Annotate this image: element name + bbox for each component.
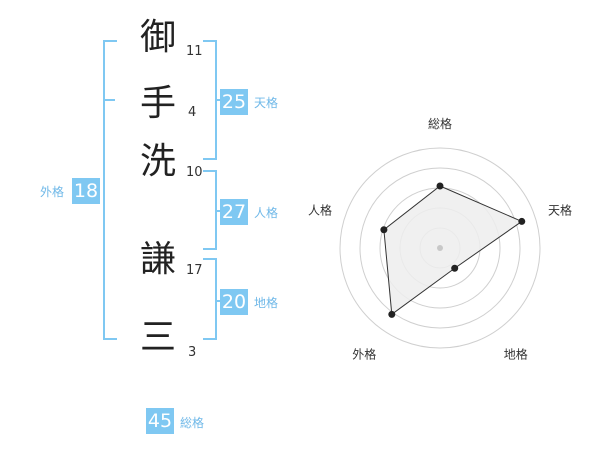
name-char-2: 手	[140, 83, 177, 124]
jinkaku-label: 人格	[254, 206, 279, 220]
soukaku-label: 総格	[180, 416, 205, 430]
radar-ring	[359, 167, 521, 329]
jinkaku-badge: 27	[220, 199, 248, 225]
chikaku-label: 地格	[254, 296, 279, 310]
radar-data-polygon	[383, 185, 523, 316]
radar-point	[518, 217, 526, 225]
soukaku-badge: 45	[146, 408, 174, 434]
chikaku-badge: 20	[220, 289, 248, 315]
name-char-5: 三	[140, 317, 177, 358]
name-char-4: 謙	[140, 239, 177, 280]
radar-center-dot	[437, 245, 443, 251]
radar-axis-label: 総格	[428, 116, 452, 131]
radar-axis-label: 地格	[504, 347, 528, 362]
radar-point	[451, 264, 459, 272]
radar-point	[436, 182, 444, 190]
radar-axis-label: 天格	[548, 202, 572, 217]
tenkaku-label: 天格	[254, 96, 279, 110]
radar-axis-label: 外格	[352, 347, 376, 362]
stroke-count-4: 17	[186, 263, 203, 278]
tenkaku-badge: 25	[220, 89, 248, 115]
radar-point	[388, 310, 396, 318]
gaikaku-bracket	[103, 40, 117, 340]
radar-axis-label: 人格	[308, 202, 332, 217]
radar-ring	[339, 147, 541, 349]
gaikaku-badge: 18	[72, 178, 100, 204]
name-char-1: 御	[140, 17, 177, 58]
stroke-count-5: 3	[188, 345, 197, 360]
gaikaku-label: 外格	[40, 185, 65, 199]
tenkaku-bracket-tick	[215, 99, 223, 101]
jinkaku-bracket-tick	[215, 210, 223, 212]
gaikaku-bracket-mid-tick	[103, 99, 115, 101]
stroke-count-2: 4	[188, 105, 197, 120]
stroke-count-1: 11	[186, 44, 203, 59]
stroke-count-3: 10	[186, 165, 203, 180]
radar-point	[380, 226, 388, 234]
name-char-3: 洗	[140, 141, 177, 182]
chikaku-bracket-tick	[215, 300, 223, 302]
chikaku-bracket	[203, 258, 217, 340]
